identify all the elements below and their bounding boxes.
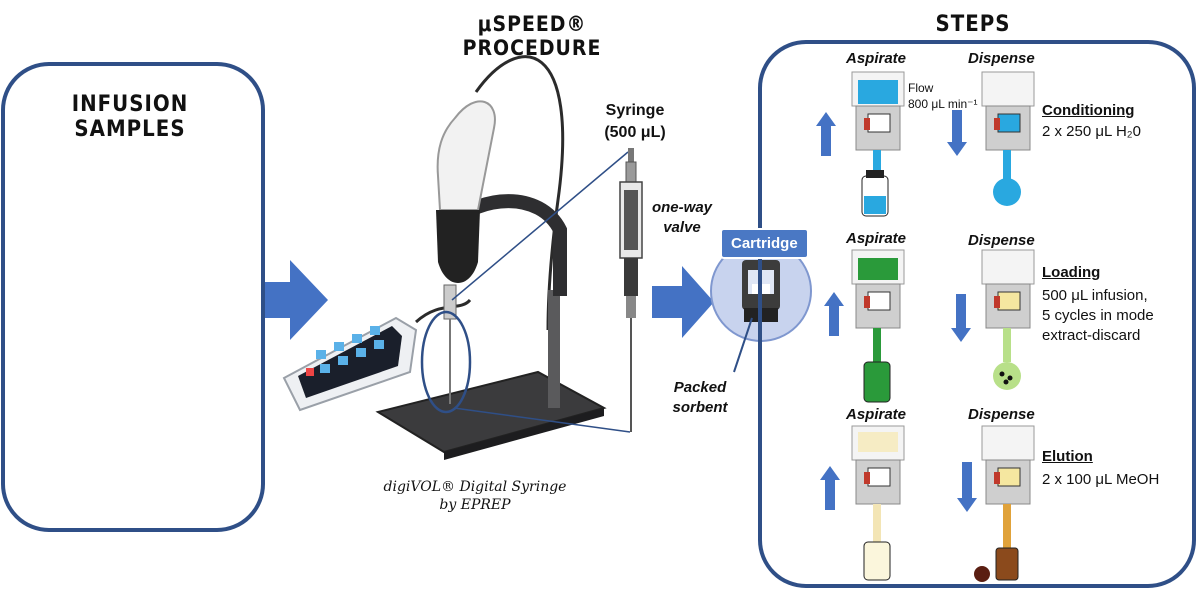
one-way-valve-label: one-way valve [646,198,718,238]
valve-label-line2: valve [663,219,701,236]
digital-syringe-icon [420,100,496,414]
step3-aspirate-syringe-icon [851,425,905,581]
infusion-samples-panel [1,62,265,532]
step2-dispense-syringe-icon [981,249,1035,390]
step3-name: Elution [1042,448,1093,465]
step2-desc-line3: extract-discard [1042,327,1141,344]
syringe-label-line1: Syringe [605,102,665,119]
step1-aspirate-label: Aspirate [846,50,907,67]
cable-icon [414,55,565,331]
step1-dispense-syringe-icon [981,71,1035,206]
step3-aspirate-label: Aspirate [846,406,907,423]
infusion-title-line2: SAMPLES [74,117,186,142]
sorbent-label-line2: sorbent [672,399,728,416]
dispense-arrow-icon [947,110,977,512]
syringe-icon [619,148,643,432]
step2-desc: 500 μL infusion, 5 cycles in mode extrac… [1042,286,1182,346]
step3-dispense-label: Dispense [968,406,1035,423]
valve-label-line1: one-way [651,199,712,216]
sorbent-label-line1: Packed [673,379,727,396]
step2-desc-line2: 5 cycles in mode [1042,307,1154,324]
flow-arrow-left [258,260,328,340]
step2-aspirate-label: Aspirate [846,230,907,247]
tablet-controller-icon [282,316,418,412]
device-caption-line2: by EPREP [439,497,511,513]
step2-name: Loading [1042,264,1101,281]
syringe-label-line2: (500 μL) [604,124,666,141]
stand-icon [375,194,607,460]
step2-aspirate-syringe-icon [851,249,905,403]
flow-rate-label: Flow 800 μL min⁻¹ [908,80,988,112]
cartridge-label: Cartridge [720,228,809,259]
step1-aspirate-syringe-icon [851,71,905,217]
steps-title: STEPS [935,12,1011,37]
step1-name: Conditioning [1042,102,1135,119]
flow-line1: Flow [908,81,934,95]
step2-dispense-label: Dispense [968,232,1035,249]
step1-desc: 2 x 250 μL H₂0 [1042,122,1182,142]
step3-desc-line1: 2 x 100 μL MeOH [1042,471,1160,488]
step1-dispense-label: Dispense [968,50,1035,67]
step1-desc-line1: 2 x 250 μL H₂0 [1042,123,1141,140]
steps-panel [758,40,1196,588]
step2-desc-line1: 500 μL infusion, [1042,287,1148,304]
packed-sorbent-label: Packed sorbent [664,378,736,418]
aspirate-arrow-icon [816,112,844,510]
infusion-title: INFUSION SAMPLES [40,92,220,142]
procedure-title: μSPEED® PROCEDURE [462,12,602,60]
flow-arrow-right [652,266,714,338]
zoom-lines [451,151,631,433]
infusion-title-line1: INFUSION [71,92,189,117]
step3-desc: 2 x 100 μL MeOH [1042,470,1182,490]
flow-line2: 800 μL min⁻¹ [908,97,978,111]
device-caption: digiVOL® Digital Syringe by EPREP [360,478,590,514]
device-caption-line1: digiVOL® Digital Syringe [383,479,567,495]
step3-dispense-syringe-icon [974,425,1035,582]
syringe-label: Syringe (500 μL) [590,100,680,144]
